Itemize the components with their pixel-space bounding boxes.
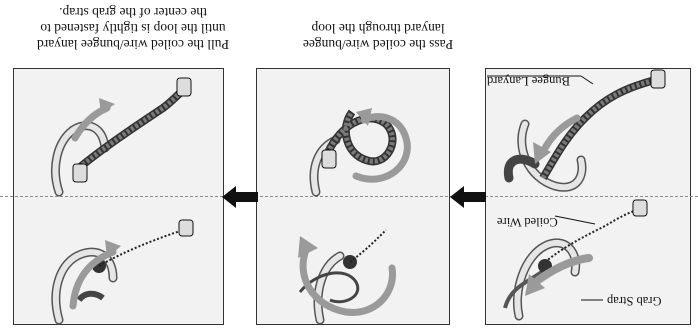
caption-step-3-line-2: until the loop is tightly fastened to <box>40 21 226 36</box>
label-grab-strap: Grab Strap <box>607 294 662 308</box>
step-arrow-icon-2 <box>450 186 486 208</box>
step-arrow-icon-1 <box>222 186 258 208</box>
caption-step-2: Pass the coiled wire/bungee lanyard thro… <box>278 20 478 52</box>
caption-step-3: Pull the coiled wire/bungee lanyard unti… <box>18 4 248 52</box>
pass-through-illustration-top <box>309 108 411 197</box>
pass-through-illustration-bottom <box>298 229 396 325</box>
tighten-illustration-bottom <box>51 219 194 325</box>
bungee-lanyard-illustration <box>487 69 666 192</box>
coiled-wire-illustration <box>503 199 648 321</box>
caption-step-2-line-1: Pass the coiled wire/bungee <box>302 37 454 52</box>
caption-step-3-line-1: Pull the coiled wire/bungee lanyard <box>37 37 229 52</box>
caption-step-2-line-2: lanyard through the loop <box>311 21 445 36</box>
label-coiled-wire: Coiled Wire <box>497 215 558 229</box>
divider-line-1 <box>0 196 698 197</box>
tighten-illustration-top <box>51 77 192 197</box>
label-bungee-lanyard: Bungee Lanyard <box>487 74 570 88</box>
caption-step-3-line-3: the center of the grab strap. <box>59 5 207 20</box>
